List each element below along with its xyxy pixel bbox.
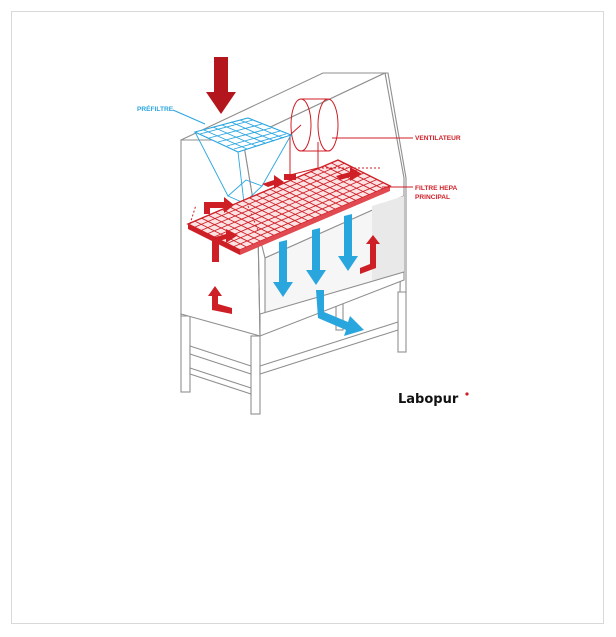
hepa-center-arrow xyxy=(262,175,284,189)
front-left-arrow xyxy=(212,229,238,262)
prefilter-mesh xyxy=(199,119,287,150)
prefiltre-label: PRÉFILTRE xyxy=(137,104,174,113)
hepa-grid-line xyxy=(226,179,378,244)
hepa-grid-line xyxy=(207,169,358,235)
front-right-leg xyxy=(250,335,261,415)
stand xyxy=(180,289,407,415)
right-up-arrow xyxy=(360,235,380,274)
hepa-grid-line xyxy=(200,166,352,231)
down-arrow-3 xyxy=(338,214,358,271)
hepa-grid-line xyxy=(220,175,371,241)
hepa-filter-grid xyxy=(194,162,384,248)
principal-label: PRINCIPAL xyxy=(415,194,450,201)
filtre-hepa-label: FILTRE HEPA xyxy=(415,185,457,192)
air-inlet-arrow xyxy=(206,57,236,114)
down-arrow-2 xyxy=(306,228,326,285)
work-area-shadow xyxy=(372,196,404,282)
prefiltre-leader xyxy=(172,109,206,125)
labopur-logo: Labopur xyxy=(398,392,469,407)
hepa-grid-line xyxy=(194,162,345,228)
airflow-blue-arrows xyxy=(273,214,364,336)
prefilter-funnel xyxy=(194,131,292,204)
airflow-red-arrows xyxy=(204,57,380,314)
labopur-logo-icon xyxy=(465,392,469,396)
prefilter xyxy=(193,117,293,204)
fan-ventilateur xyxy=(289,98,339,176)
logo-text: Labopur xyxy=(398,392,459,407)
down-arrow-1 xyxy=(273,240,293,297)
ventilateur-label: VENTILATEUR xyxy=(415,135,461,142)
front-crossbar xyxy=(189,345,252,375)
hepa-left-arrow xyxy=(204,197,234,214)
back-right-leg xyxy=(397,291,407,353)
front-left-leg xyxy=(180,313,191,393)
hepa-right-arrow xyxy=(336,167,362,181)
hepa-grid-line xyxy=(213,172,365,238)
outflow-arrow xyxy=(316,290,364,336)
front-lower-crossbar xyxy=(189,367,252,395)
hepa-grid-line xyxy=(233,182,384,248)
side-crossbar xyxy=(259,321,399,375)
hepa-filter xyxy=(186,159,392,255)
lower-left-up-arrow xyxy=(208,286,232,314)
